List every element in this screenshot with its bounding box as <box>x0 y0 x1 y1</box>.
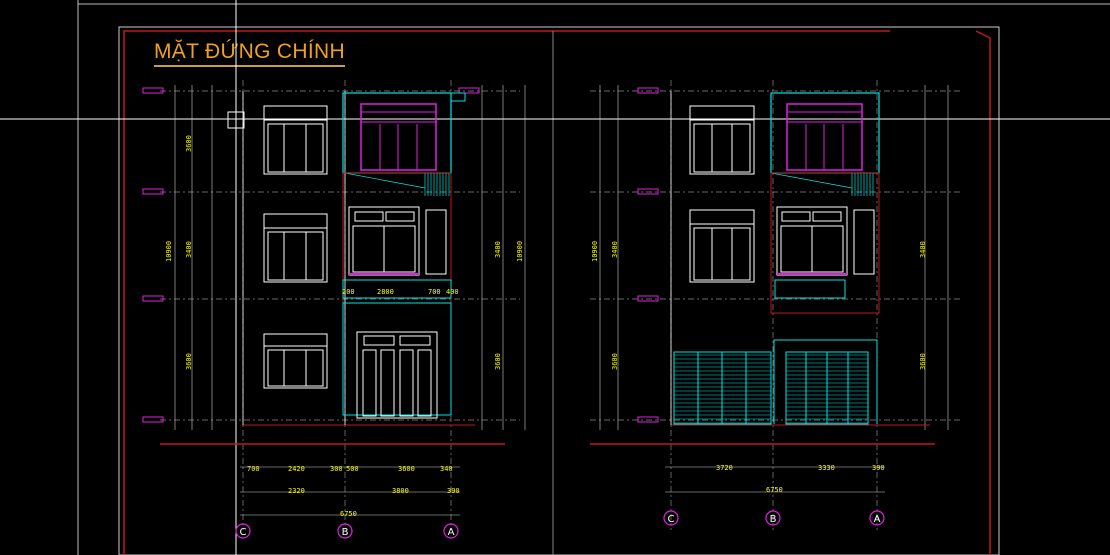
mid-dim-3: 700 <box>428 288 441 296</box>
dim-floor-r6: 3400 <box>919 241 927 258</box>
svg-text:C: C <box>240 527 247 538</box>
dimension-texts: 10900 10900 10900 3600 3400 3600 3600 34… <box>165 135 927 518</box>
dim-bl-2: 2420 <box>288 465 305 473</box>
dim-bl-4: 500 <box>346 465 359 473</box>
dim-floor-3: 3600 <box>185 135 193 152</box>
mid-dim-4: 400 <box>446 288 459 296</box>
svg-text:B: B <box>770 514 777 525</box>
dim-bl2-2: 3800 <box>392 487 409 495</box>
dim-bl2-1: 2320 <box>288 487 305 495</box>
right-elevation <box>590 91 935 445</box>
dim-floor-r1: 3600 <box>494 353 502 370</box>
grid-bubble-c-left: C <box>235 523 251 539</box>
dim-floor-r2: 3400 <box>494 241 502 258</box>
window <box>263 213 328 283</box>
dim-bl-5: 3600 <box>398 465 415 473</box>
grid-bubble-a-right: A <box>869 510 885 526</box>
grid-bubble-b-right: B <box>765 510 781 526</box>
svg-text:C: C <box>668 514 675 525</box>
svg-text:A: A <box>874 514 881 525</box>
grid-bubble-a-left: A <box>443 523 459 539</box>
grid-bubble-c-right: C <box>663 510 679 526</box>
dim-bl-1: 700 <box>247 465 260 473</box>
window <box>263 333 328 389</box>
left-elevation <box>160 91 505 445</box>
grid-lines <box>160 80 960 530</box>
dim-right-elev-total: 10900 <box>591 241 599 262</box>
dim-floor-r5: 3600 <box>919 353 927 370</box>
dim-floor-r4: 3400 <box>611 241 619 258</box>
window <box>263 105 328 175</box>
shutter-right <box>773 339 878 425</box>
window <box>689 105 755 175</box>
dim-bl-6: 340 <box>440 465 453 473</box>
dim-bl-3: 300 <box>330 465 343 473</box>
mid-dim-2: 2800 <box>377 288 394 296</box>
svg-text:A: A <box>448 527 455 538</box>
drawing-title: MẶT ĐỨNG CHÍNH <box>154 40 345 67</box>
dim-br-2: 3330 <box>818 464 835 472</box>
shutter-left <box>673 351 772 425</box>
dim-bl-total: 6750 <box>340 510 357 518</box>
dim-floor-r3: 3600 <box>611 353 619 370</box>
grid-bubbles: C B A C B A <box>235 510 885 539</box>
mid-dim-1: 200 <box>342 288 355 296</box>
dim-left-total: 10900 <box>165 241 173 262</box>
dim-floor-2: 3400 <box>185 241 193 258</box>
dim-bl2-3: 390 <box>447 487 460 495</box>
dim-br-1: 3720 <box>716 464 733 472</box>
dim-br-3: 390 <box>872 464 885 472</box>
level-markers <box>142 87 659 423</box>
dim-floor-1: 3600 <box>185 353 193 370</box>
dimension-lines <box>174 85 949 516</box>
dim-right-total: 10900 <box>516 241 524 262</box>
dim-br-total: 6750 <box>766 486 783 494</box>
window <box>689 209 755 283</box>
svg-text:B: B <box>342 527 349 538</box>
grid-bubble-b-left: B <box>337 523 353 539</box>
